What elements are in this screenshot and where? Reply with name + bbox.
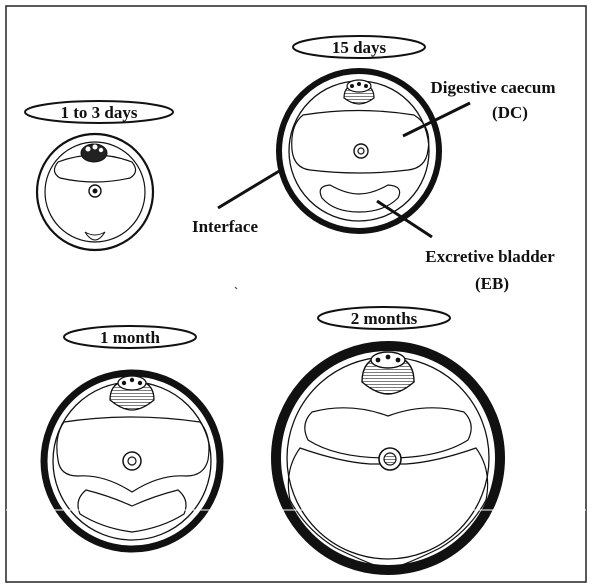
stage-15-days: 15 days xyxy=(279,36,439,231)
ventral-sucker xyxy=(354,144,368,158)
ventral-sucker xyxy=(123,452,141,470)
stage-label-1-month: 1 month xyxy=(64,326,196,348)
annotation-text: Excretive bladder xyxy=(425,247,555,266)
pointer-line xyxy=(218,170,281,208)
annotation-text: (EB) xyxy=(475,274,509,293)
stage-1-month: 1 month xyxy=(44,326,220,549)
cyst-2-months xyxy=(276,346,500,570)
stage-label-2-months: 2 months xyxy=(318,307,450,329)
stage-label-text: 1 month xyxy=(100,328,161,347)
stage-label-text: 2 months xyxy=(351,309,418,328)
annotation-text: Interface xyxy=(192,217,259,236)
annotation-interface: Interface xyxy=(192,170,281,236)
stage-label-15-days: 15 days xyxy=(293,36,425,58)
stage-2-months: 2 months xyxy=(276,307,500,570)
ventral-sucker xyxy=(89,185,101,197)
oral-sucker xyxy=(344,80,374,104)
cyst-15-days xyxy=(279,71,439,231)
stage-label-text: 15 days xyxy=(332,38,387,57)
stage-1-3-days: 1 to 3 days xyxy=(25,101,173,250)
oral-sucker xyxy=(81,144,107,162)
stray-mark xyxy=(235,287,237,289)
stage-label-1-3-days: 1 to 3 days xyxy=(25,101,173,123)
ventral-sucker xyxy=(379,448,401,470)
cyst-1-3-days xyxy=(37,134,153,250)
stage-label-text: 1 to 3 days xyxy=(61,103,138,122)
annotation-text: (DC) xyxy=(492,103,528,122)
cyst-1-month xyxy=(44,373,220,549)
annotation-text: Digestive caecum xyxy=(430,78,555,97)
